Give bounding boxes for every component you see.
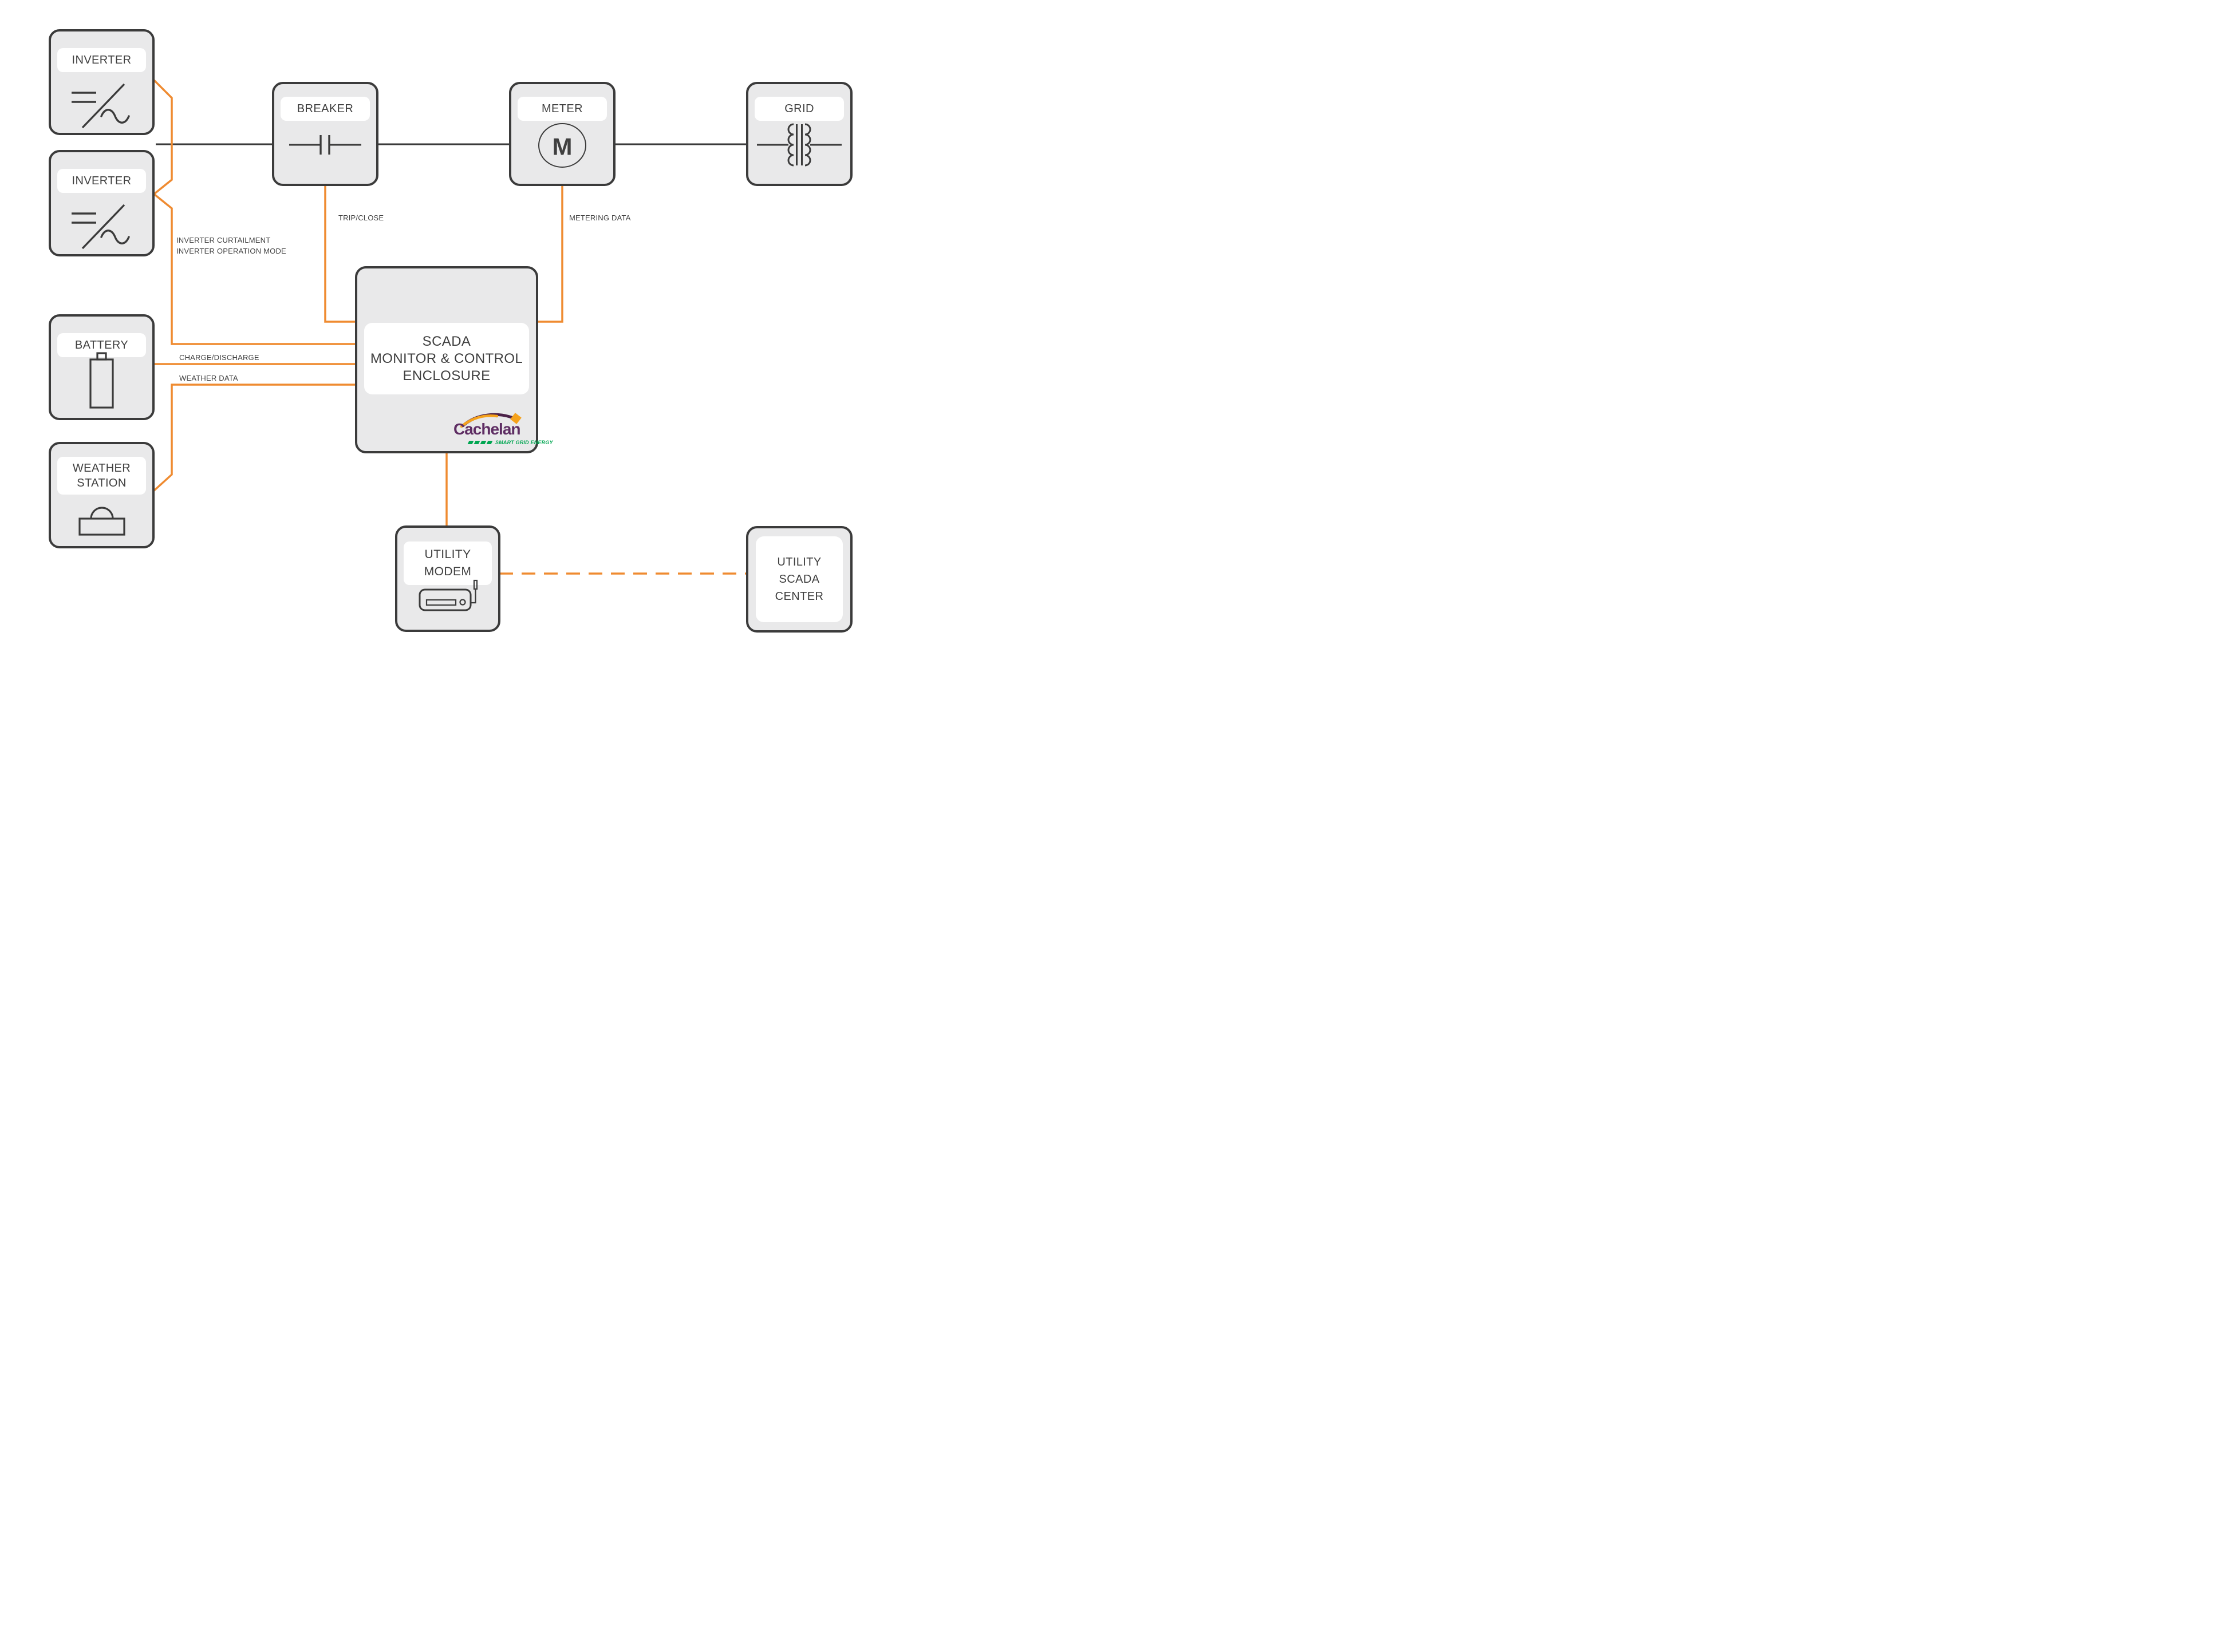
scada-enclosure-node: SCADA MONITOR & CONTROL ENCLOSURE Cachel…	[355, 266, 553, 453]
logo-dash	[467, 441, 474, 444]
battery-label-pill: BATTERY	[57, 333, 146, 357]
edge-meter-to-scada	[537, 185, 563, 323]
weather-station-node: WEATHER STATION	[49, 442, 155, 548]
connections-layer	[152, 79, 749, 575]
inverter1-node: INVERTER	[49, 29, 155, 135]
grid-label: GRID	[784, 102, 814, 115]
cachelan-tagline-row: SMART GRID ENERGY	[467, 440, 553, 445]
battery-node: BATTERY	[49, 314, 155, 420]
edge-breaker-to-scada	[324, 185, 356, 323]
inverter1-label: INVERTER	[72, 54, 132, 66]
utility-modem-label-line2: MODEM	[424, 565, 472, 578]
weather-station-label-pill: WEATHER STATION	[57, 457, 146, 495]
meter-node: METER M	[509, 82, 616, 186]
grid-label-pill: GRID	[755, 97, 844, 121]
breaker-node: BREAKER	[272, 82, 378, 186]
battery-label: BATTERY	[74, 339, 129, 351]
meter-label: METER	[542, 102, 583, 115]
logo-dash	[474, 441, 480, 444]
utility-scada-center-line2: SCADA	[779, 573, 820, 586]
utility-scada-center-panel: UTILITY SCADA CENTER	[756, 536, 843, 622]
charge-discharge-label: CHARGE/DISCHARGE	[179, 353, 259, 362]
inverter-signals-label: INVERTER CURTAILMENT INVERTER OPERATION …	[176, 235, 286, 256]
logo-dash	[486, 441, 493, 444]
scada-enclosure-panel: SCADA MONITOR & CONTROL ENCLOSURE	[364, 323, 529, 394]
inverter-operation-mode-label: INVERTER OPERATION MODE	[176, 247, 286, 255]
logo-dash	[480, 441, 487, 444]
trip-close-label: TRIP/CLOSE	[338, 214, 384, 222]
utility-modem-node: UTILITY MODEM	[395, 525, 500, 632]
weather-station-label-line2: STATION	[77, 477, 127, 489]
grid-node: GRID	[746, 82, 853, 186]
meter-symbol: M	[553, 133, 573, 160]
utility-modem-label-pill: UTILITY MODEM	[404, 542, 492, 585]
weather-station-label-line1: WEATHER	[72, 462, 131, 475]
inverter-icon	[72, 204, 130, 250]
utility-modem-label-line1: UTILITY	[424, 548, 471, 561]
utility-scada-center-line1: UTILITY	[777, 556, 822, 568]
utility-scada-center-node: UTILITY SCADA CENTER	[746, 526, 853, 633]
diagram-canvas: TRIP/CLOSE METERING DATA INVERTER CURTAI…	[0, 0, 890, 661]
breaker-label: BREAKER	[297, 102, 354, 115]
utility-scada-center-line3: CENTER	[775, 590, 824, 603]
edge-weather-to-scada	[152, 384, 356, 492]
scada-label-line2: MONITOR & CONTROL	[370, 350, 523, 366]
cachelan-logo: Cachelan SMART GRID ENERGY	[452, 413, 553, 448]
inverter-curtailment-label: INVERTER CURTAILMENT	[176, 236, 271, 244]
weather-data-label: WEATHER DATA	[179, 374, 238, 382]
battery-icon	[89, 352, 114, 409]
inverter2-node: INVERTER	[49, 150, 155, 256]
meter-label-pill: METER	[518, 97, 607, 121]
inverter1-label-pill: INVERTER	[57, 48, 146, 72]
scada-label-line1: SCADA	[422, 333, 471, 349]
inverter2-label-pill: INVERTER	[57, 169, 146, 193]
inverter-icon	[72, 83, 130, 129]
cachelan-tagline-text: SMART GRID ENERGY	[495, 440, 553, 445]
scada-label-line3: ENCLOSURE	[403, 367, 491, 384]
breaker-label-pill: BREAKER	[281, 97, 370, 121]
metering-data-label: METERING DATA	[569, 214, 631, 222]
cachelan-brand-text: Cachelan	[453, 420, 520, 438]
inverter2-label: INVERTER	[72, 175, 132, 187]
cachelan-swoosh-icon	[460, 413, 522, 428]
